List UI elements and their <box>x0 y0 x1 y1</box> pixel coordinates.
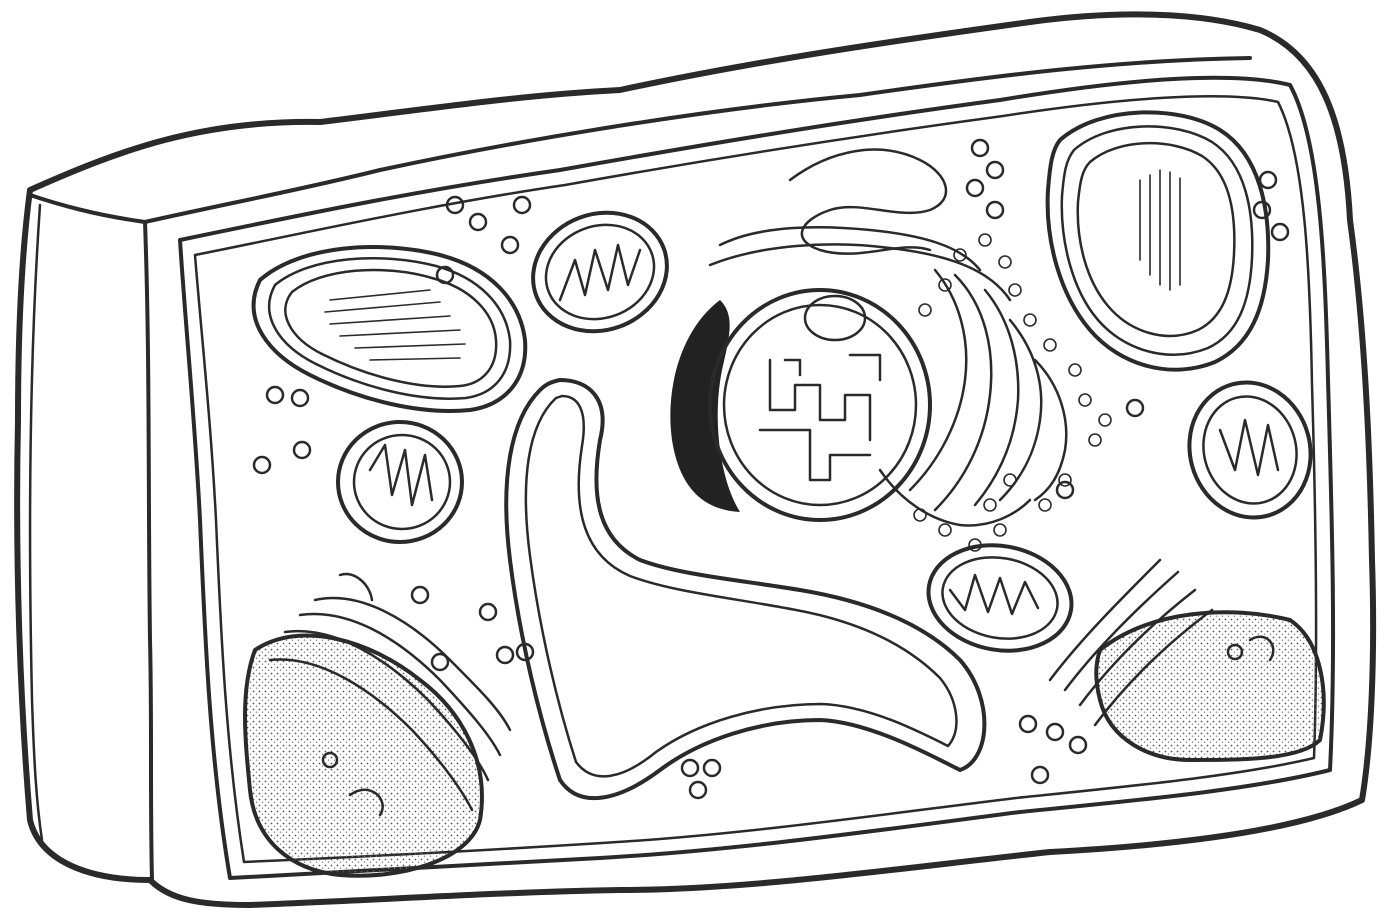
mitochondrion <box>1174 369 1325 531</box>
golgi-apparatus <box>1050 560 1324 760</box>
chloroplast <box>1048 112 1269 369</box>
mitochondrion <box>338 422 462 542</box>
golgi-apparatus <box>245 574 510 876</box>
nucleus-shadow <box>670 300 740 512</box>
mitochondrion <box>920 534 1080 661</box>
mitochondrion <box>516 194 683 350</box>
chloroplast <box>254 247 526 411</box>
central-vacuole <box>506 380 984 798</box>
chromatin <box>760 355 880 480</box>
nucleolus <box>805 296 865 340</box>
